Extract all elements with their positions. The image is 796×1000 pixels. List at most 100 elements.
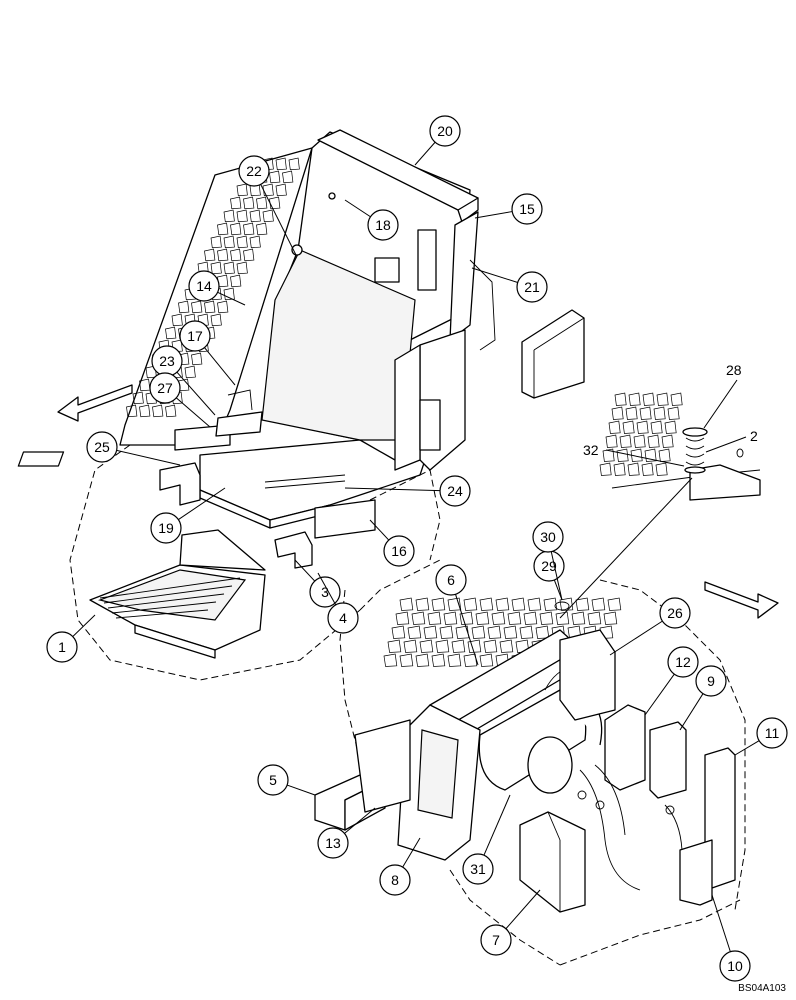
grid-cell — [403, 639, 418, 653]
grid-cell — [455, 625, 470, 639]
callout-30: 30 — [532, 521, 564, 553]
leader-line-8 — [402, 837, 421, 868]
callout-circle-1 — [46, 631, 78, 663]
callout-number-5: 5 — [269, 772, 277, 788]
callout-circle-14 — [188, 270, 220, 302]
tray-slat — [99, 577, 241, 599]
grid-cell — [230, 274, 242, 288]
foot-tray-1 — [89, 529, 266, 659]
grid-cell — [191, 352, 203, 366]
floor-pads — [174, 389, 263, 451]
grid-cell — [427, 611, 442, 625]
leader-line-17 — [204, 347, 236, 386]
leader-line-16 — [369, 519, 390, 541]
grid-cell — [463, 597, 478, 611]
leader-line-27 — [176, 397, 211, 428]
bracket-25 — [159, 462, 201, 506]
leader-line-20 — [414, 141, 436, 166]
grid-cell — [511, 597, 526, 611]
plate-13 — [354, 719, 411, 813]
callout-circle-20 — [429, 115, 461, 147]
hydraulic-hoses — [577, 764, 683, 891]
callout-20: 20 — [429, 115, 461, 147]
grid-cell — [503, 625, 518, 639]
callout-number-9: 9 — [707, 673, 715, 689]
callout-number-27: 27 — [157, 380, 173, 396]
callout-number-20: 20 — [437, 123, 453, 139]
grid-cell — [223, 261, 235, 275]
grid-cell — [605, 434, 618, 448]
callout-number-1: 1 — [58, 639, 66, 655]
callout-15: 15 — [511, 193, 543, 225]
grid-cell — [223, 209, 235, 223]
tall-bracket-11 — [679, 747, 736, 906]
callout-number-19: 19 — [158, 520, 174, 536]
leader-line-9 — [679, 693, 704, 731]
callout-number-10: 10 — [727, 958, 743, 974]
box-26 — [559, 629, 616, 721]
tray-slat — [107, 593, 225, 609]
grid-cell — [395, 611, 410, 625]
callout-circle-8 — [379, 864, 411, 896]
leader-line-30 — [550, 551, 563, 601]
detail-label-32: 32 — [583, 442, 599, 458]
callout-number-25: 25 — [94, 439, 110, 455]
callout-circle-17 — [179, 320, 211, 352]
grid-cell — [178, 300, 190, 314]
leader-line-19 — [178, 487, 226, 520]
grid-cell — [419, 639, 434, 653]
grid-cell — [249, 209, 261, 223]
grid-cell — [475, 611, 490, 625]
seat-back-panel — [261, 131, 471, 461]
grid-cell — [650, 420, 663, 434]
callout-circle-21 — [516, 271, 548, 303]
grid-cell — [431, 653, 446, 667]
grid-cell — [555, 611, 570, 625]
drawing-code: BS04A103 — [738, 983, 786, 994]
grid-cell — [543, 597, 558, 611]
callout-circle-6 — [435, 564, 467, 596]
grid-cell — [204, 248, 216, 262]
callout-number-15: 15 — [519, 201, 535, 217]
rear-direction-arrow — [704, 581, 779, 619]
leader-line-12 — [644, 673, 675, 716]
grid-cell — [633, 434, 646, 448]
side-column-15 — [449, 211, 496, 351]
cushion-pad — [521, 309, 585, 399]
grid-cell — [243, 248, 255, 262]
grid-cell — [459, 611, 474, 625]
grid-cell — [439, 625, 454, 639]
callout-25: 25 — [86, 431, 118, 463]
grid-cell — [619, 434, 632, 448]
grid-cell — [499, 639, 514, 653]
grid-cell — [625, 406, 638, 420]
callout-circle-12 — [667, 646, 699, 678]
grid-cell — [249, 235, 261, 249]
grid-cell — [223, 235, 235, 249]
leader-line-14 — [217, 291, 246, 306]
grid-cell — [641, 462, 654, 476]
grid-cell — [519, 625, 534, 639]
callout-9: 9 — [695, 665, 727, 697]
grid-cell — [126, 404, 138, 418]
leader-line-18 — [344, 199, 371, 218]
grid-cell — [210, 313, 222, 327]
grid-cell — [407, 625, 422, 639]
callout-22: 22 — [238, 155, 270, 187]
grid-cell — [243, 196, 255, 210]
callout-circle-25 — [86, 431, 118, 463]
grid-cell — [599, 462, 612, 476]
callout-number-13: 13 — [325, 835, 341, 851]
grid-cell — [616, 448, 629, 462]
grid-cell — [491, 611, 506, 625]
grid-cell — [575, 597, 590, 611]
grid-cell — [639, 406, 652, 420]
leader-line-22 — [260, 184, 297, 256]
top-cap-20 — [317, 129, 479, 223]
callout-number-11: 11 — [765, 725, 780, 741]
callout-circle-18 — [367, 209, 399, 241]
callout-number-16: 16 — [391, 543, 407, 559]
callout-29: 29 — [533, 550, 565, 582]
callout-3: 3 — [309, 576, 341, 608]
